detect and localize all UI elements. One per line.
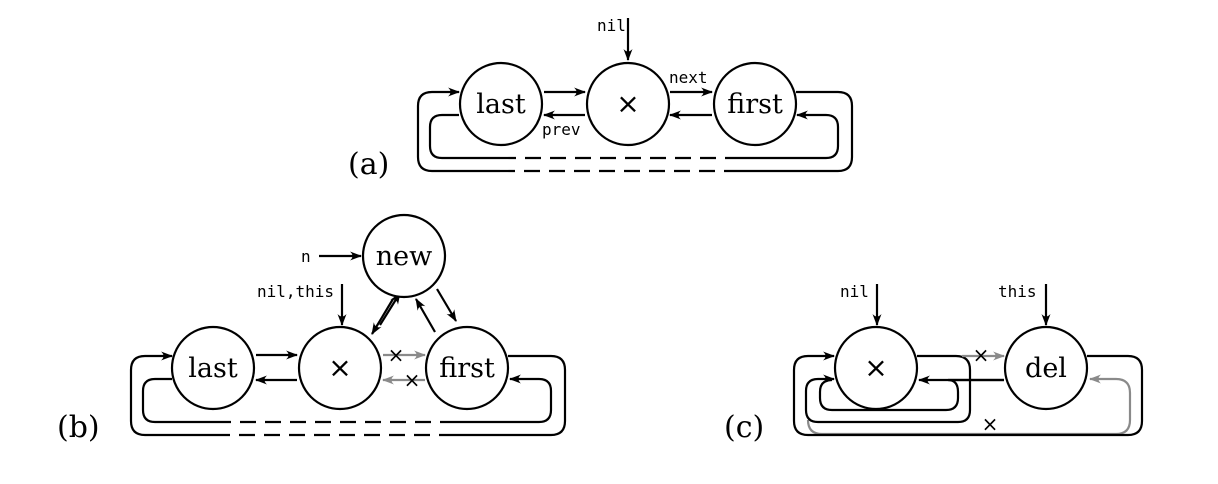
panel-a-node-last <box>458 61 544 147</box>
panel-b: (b) × × n nil,this new last × <box>57 213 567 445</box>
panel-c-removed-loop <box>806 374 1132 436</box>
panel-b-label: (b) <box>57 410 100 445</box>
panel-b-outer-loop-right <box>455 354 567 437</box>
panel-a-outer-loop-right <box>740 90 854 173</box>
panel-b-nil-this-label: nil,this <box>257 282 334 301</box>
panel-b-node-sentinel <box>297 325 383 411</box>
panel-a-next-label: next <box>669 68 708 87</box>
panel-c-nil-label: nil <box>840 282 869 301</box>
panel-c-node-sentinel <box>833 325 919 411</box>
panel-b-node-new-label: new <box>376 241 432 272</box>
panel-b-edge-new-to-sentinel <box>371 298 394 335</box>
panel-a-node-last-label: last <box>476 89 526 120</box>
panel-c-node-sentinel-label: × <box>864 351 887 384</box>
panel-c-node-del <box>1003 325 1089 411</box>
panel-c-removed-mark-bottom: × <box>982 412 999 436</box>
panel-b-edge-first-to-new <box>415 298 436 333</box>
panel-b-node-new <box>361 213 447 299</box>
panel-b-node-first <box>424 325 510 411</box>
panel-b-node-last <box>170 325 256 411</box>
panel-b-inner-loop-left <box>141 377 215 424</box>
panel-a-prev-label: prev <box>542 120 581 139</box>
panel-c: (c) × × nil this × del <box>724 282 1144 445</box>
panel-b-node-last-label: last <box>188 353 238 384</box>
panel-c-node-del-label: del <box>1025 353 1067 384</box>
panel-b-outer-loop-left <box>129 351 215 437</box>
panel-c-sentinel-self-loop-outer <box>804 354 972 424</box>
panel-a-node-first-label: first <box>727 89 783 120</box>
panel-c-outer-loop <box>792 351 1144 437</box>
panel-b-edge-sentinel-to-new <box>379 292 401 326</box>
panel-c-label: (c) <box>724 410 764 445</box>
panel-b-n-label: n <box>301 247 311 266</box>
panel-a-label: (a) <box>348 147 389 182</box>
panel-b-node-sentinel-label: × <box>328 351 351 384</box>
panel-c-removed-mark-top: × <box>973 343 990 367</box>
panel-a-inner-loop-left <box>428 113 500 160</box>
panel-c-this-label: this <box>998 282 1037 301</box>
panel-a-node-sentinel-label: × <box>616 87 639 120</box>
panel-b-edge-new-to-first <box>436 288 457 322</box>
panel-a-inner-loop-right <box>740 110 840 160</box>
panel-a-outer-loop-left <box>416 87 500 173</box>
panel-b-removed-mark-bottom: × <box>404 368 421 392</box>
panel-a-nil-label: nil <box>597 16 626 35</box>
panel-b-inner-loop-right <box>455 374 553 424</box>
panel-b-removed-mark-top: × <box>388 343 405 367</box>
panel-a: (a) nil next prev last × first <box>348 16 854 182</box>
panel-b-node-first-label: first <box>439 353 495 384</box>
panel-a-node-sentinel <box>585 61 671 147</box>
panel-a-node-first <box>712 61 798 147</box>
panel-c-sentinel-self-loop-inner <box>818 378 1004 412</box>
